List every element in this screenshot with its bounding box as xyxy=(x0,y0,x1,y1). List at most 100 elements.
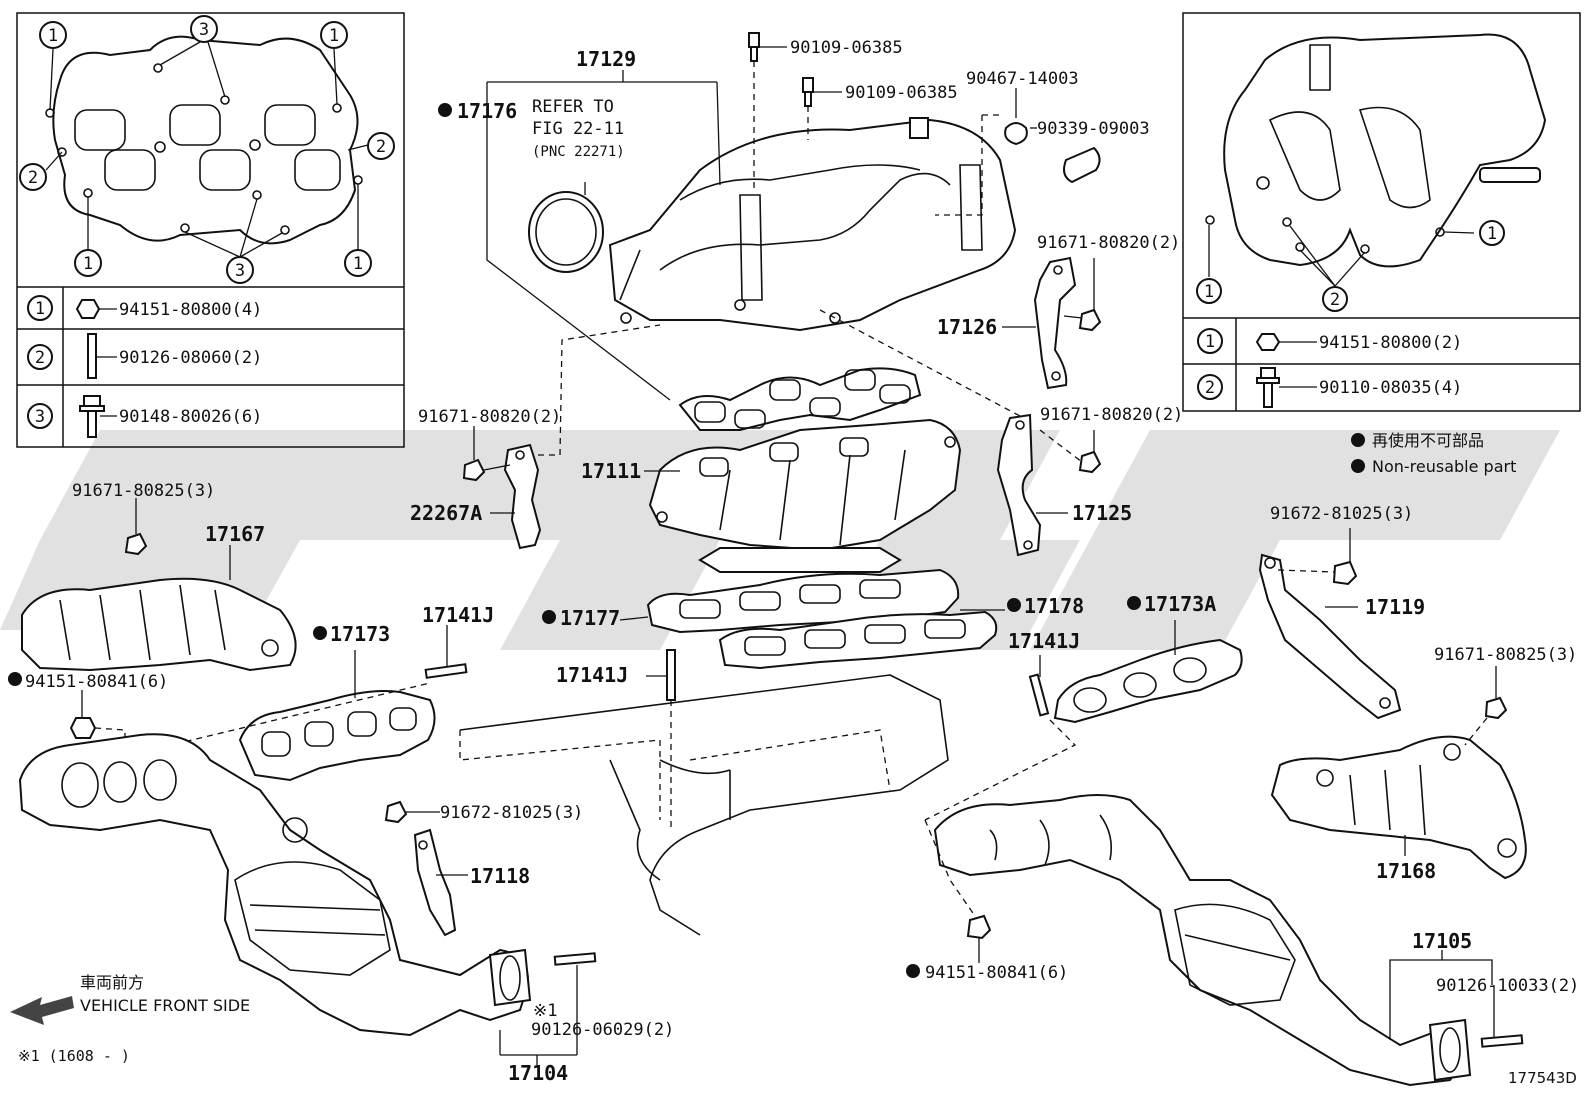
label-91671-80820: 91671-80820(2) xyxy=(418,407,561,427)
bracket-22267A xyxy=(462,324,661,550)
row-number: 1 xyxy=(35,299,45,319)
label-90339-09003: 90339-09003 xyxy=(1037,119,1150,139)
stud-17141J-left xyxy=(424,625,468,679)
label-17111: 17111 xyxy=(581,459,641,483)
footnote-mark: ※1 xyxy=(533,1001,557,1021)
label-90109-06385: 90109-06385 xyxy=(845,83,958,103)
nut-94151-left xyxy=(69,690,126,750)
non-reusable-marker xyxy=(1351,433,1365,447)
engine-block-outline xyxy=(459,674,949,936)
label-17118: 17118 xyxy=(470,864,530,888)
part-number: 90110-08035(4) xyxy=(1319,378,1462,398)
flange-bolt-icon xyxy=(1256,367,1280,408)
label-17176: 17176 xyxy=(457,99,517,123)
non-reusable-marker xyxy=(8,672,22,686)
part-number: 94151-80800(2) xyxy=(1319,333,1462,353)
vehicle-front-arrow xyxy=(10,996,74,1025)
label-17167: 17167 xyxy=(205,522,265,546)
callout-1: 1 xyxy=(48,26,58,46)
upper-intake-plenum xyxy=(608,117,1017,332)
label-94151-80841: 94151-80841(6) xyxy=(25,672,168,692)
row-number: 1 xyxy=(1205,332,1215,352)
gasket-17176 xyxy=(678,367,922,431)
refer-line3: (PNC 22271) xyxy=(532,144,625,160)
legend: 再使用不可部品 Non-reusable part xyxy=(1351,431,1516,476)
bracket-17118 xyxy=(384,800,468,937)
part-number: 90148-80026(6) xyxy=(119,407,262,427)
cap xyxy=(1030,127,1101,184)
label-17177: 17177 xyxy=(560,606,620,630)
label-17141J: 17141J xyxy=(1008,629,1080,653)
part-labels: 17129 17176 REFER TO FIG 22-11 (PNC 2227… xyxy=(18,38,1579,1087)
nut-icon xyxy=(1255,333,1281,351)
bracket-17126 xyxy=(819,256,1102,417)
row-number: 2 xyxy=(1205,378,1215,398)
left-inset-callouts: 1 1 3 2 2 1 1 3 xyxy=(19,15,395,284)
non-reusable-markers xyxy=(8,103,1141,978)
label-94151-80841: 94151-80841(6) xyxy=(925,963,1068,983)
callout-1: 1 xyxy=(1487,224,1497,244)
callout-3: 3 xyxy=(235,261,245,281)
callout-2: 2 xyxy=(376,137,386,157)
lower-intake-17111 xyxy=(648,418,962,573)
label-17104: 17104 xyxy=(508,1061,568,1085)
legend-en: Non-reusable part xyxy=(1372,457,1516,476)
stud-90126-06029 xyxy=(553,952,597,966)
label-91672-81025: 91672-81025(3) xyxy=(1270,504,1413,524)
hose-clip xyxy=(1004,88,1028,146)
front-direction-jp: 車両前方 xyxy=(80,973,144,992)
callout-1: 1 xyxy=(353,254,363,274)
non-reusable-marker xyxy=(438,103,452,117)
part-number: 94151-80800(4) xyxy=(119,300,262,320)
exhaust-manifold-17105 xyxy=(924,794,1472,1087)
label-17178: 17178 xyxy=(1024,594,1084,618)
intake-gasket-drawing xyxy=(45,35,363,245)
label-17119: 17119 xyxy=(1365,595,1425,619)
part-number: 90126-08060(2) xyxy=(119,348,262,368)
nut-icon xyxy=(75,299,101,319)
label-17129: 17129 xyxy=(576,47,636,71)
callout-1: 1 xyxy=(329,26,339,46)
non-reusable-marker xyxy=(1127,596,1141,610)
gasket-17173 xyxy=(238,650,436,782)
label-17141J: 17141J xyxy=(556,663,628,687)
label-91671-80820: 91671-80820(2) xyxy=(1040,405,1183,425)
refer-line2: FIG 22-11 xyxy=(532,119,624,139)
non-reusable-marker xyxy=(1351,459,1365,473)
callout-2: 2 xyxy=(1330,290,1340,310)
left-inset: 1 1 3 2 2 1 1 3 1 94151-80800(4) 2 xyxy=(16,12,405,448)
label-17105: 17105 xyxy=(1412,929,1472,953)
heat-insulator-17167 xyxy=(21,498,297,672)
intake-manifold-drawing xyxy=(1205,33,1547,268)
label-91671-80820: 91671-80820(2) xyxy=(1037,233,1180,253)
label-90126-10033: 90126-10033(2) xyxy=(1436,976,1579,996)
callout-1: 1 xyxy=(83,254,93,274)
label-17173: 17173 xyxy=(330,622,390,646)
stud-17141J-right xyxy=(1028,655,1050,717)
non-reusable-marker xyxy=(313,626,327,640)
non-reusable-marker xyxy=(1007,598,1021,612)
legend-jp: 再使用不可部品 xyxy=(1372,431,1484,450)
label-90126-06029: 90126-06029(2) xyxy=(531,1020,674,1040)
ring-seal xyxy=(528,191,604,273)
non-reusable-marker xyxy=(542,610,556,624)
stud-17141J-center xyxy=(646,649,676,830)
non-reusable-marker xyxy=(906,964,920,978)
label-91671-80825: 91671-80825(3) xyxy=(72,481,215,501)
right-inset: 1 2 1 1 94151-80800(2) 2 90110-08035(4) xyxy=(1182,12,1581,412)
label-17141J: 17141J xyxy=(422,603,494,627)
gasket-17178 xyxy=(718,610,998,670)
label-17173A: 17173A xyxy=(1144,592,1216,616)
flange-bolt-icon xyxy=(79,395,105,438)
row-number: 3 xyxy=(35,407,45,427)
footnote: ※1 (1608 - ) xyxy=(18,1047,130,1065)
label-17126: 17126 xyxy=(937,315,997,339)
label-17168: 17168 xyxy=(1376,859,1436,883)
callout-3: 3 xyxy=(199,20,209,40)
gasket-17173A xyxy=(1053,620,1243,724)
callout-2: 2 xyxy=(28,168,38,188)
label-91672-81025: 91672-81025(3) xyxy=(440,803,583,823)
front-direction-en: VEHICLE FRONT SIDE xyxy=(80,996,250,1015)
refer-line1: REFER TO xyxy=(532,97,614,117)
